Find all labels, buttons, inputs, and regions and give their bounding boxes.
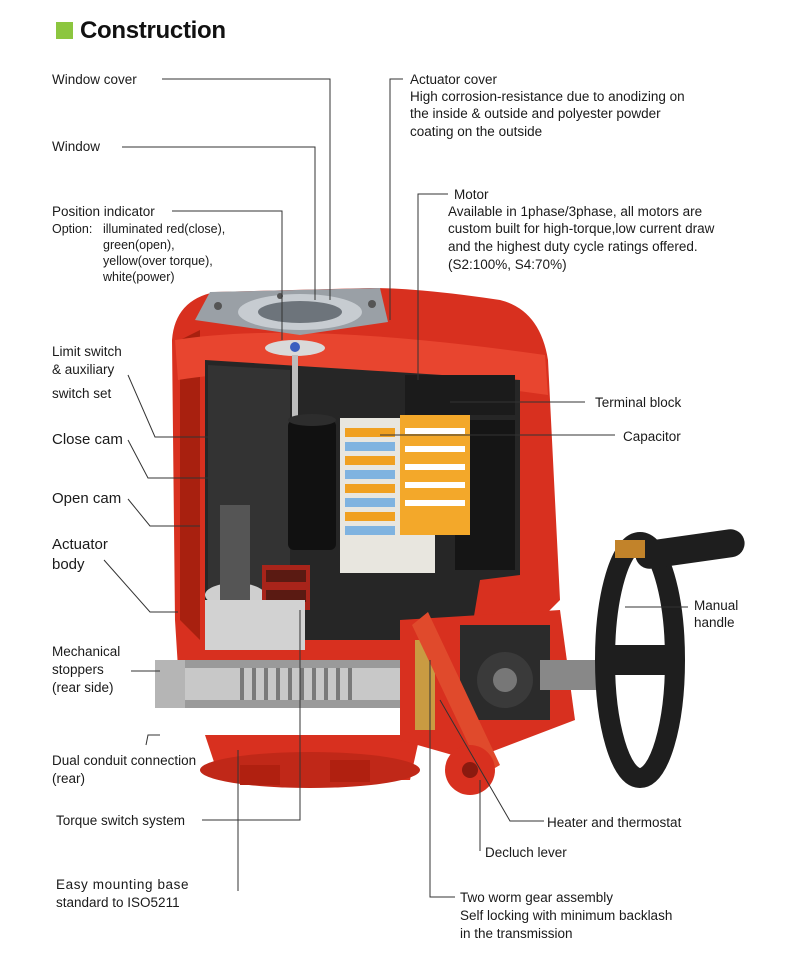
- leader-lines: [103, 78, 688, 898]
- position-indicator: [265, 340, 325, 425]
- label-limit-switch: & auxiliary: [52, 362, 115, 377]
- label-position-indicator: Position indicator: [52, 204, 155, 219]
- label-motor-title: Motor: [454, 187, 489, 202]
- label-motor-desc: and the highest duty cycle ratings offer…: [448, 239, 698, 254]
- window-cover: [195, 288, 388, 335]
- label-actuator-cover-desc: the inside & outside and polyester powde…: [410, 106, 661, 121]
- declutch-lever: [412, 612, 500, 795]
- label-declutch-lever: Decluch lever: [485, 845, 567, 860]
- label-open-cam: Open cam: [52, 490, 122, 507]
- label-position-line: green(open),: [103, 238, 175, 252]
- label-motor-desc: (S2:100%, S4:70%): [448, 257, 567, 272]
- label-close-cam: Close cam: [52, 431, 123, 448]
- label-mounting-base: Easy mounting base: [56, 877, 190, 892]
- worm-shaft: [155, 660, 420, 708]
- label-worm-gear: in the transmission: [460, 926, 573, 941]
- label-torque-switch: Torque switch system: [56, 813, 186, 828]
- label-position-line: white(power): [103, 270, 175, 284]
- label-motor-desc: custom built for high-torque,low current…: [448, 221, 715, 236]
- label-motor-desc: Available in 1phase/3phase, all motors a…: [448, 204, 703, 219]
- label-manual-handle: handle: [694, 615, 735, 630]
- label-worm-gear: Self locking with minimum backlash: [460, 908, 673, 923]
- label-capacitor: Capacitor: [623, 429, 681, 444]
- label-limit-switch: switch set: [52, 386, 112, 401]
- title-square-icon: [56, 22, 73, 39]
- label-actuator-body: Actuator: [52, 536, 108, 553]
- label-mechanical-stoppers: stoppers: [52, 662, 104, 677]
- page-title: Construction: [80, 17, 226, 44]
- cams-and-switches: [205, 505, 310, 650]
- mounting-base: [200, 735, 420, 788]
- label-actuator-cover-desc: coating on the outside: [410, 124, 543, 139]
- label-window: Window: [52, 139, 101, 154]
- label-limit-switch: Limit switch: [52, 344, 122, 359]
- label-actuator-cover-desc: High corrosion-resistance due to anodizi…: [410, 89, 685, 104]
- label-actuator-cover-title: Actuator cover: [410, 72, 498, 87]
- label-mounting-base: standard to ISO5211: [56, 895, 180, 910]
- label-position-line: illuminated red(close),: [103, 222, 226, 236]
- manual-handwheel: [595, 529, 745, 788]
- label-worm-gear: Two worm gear assembly: [460, 890, 614, 905]
- label-mechanical-stoppers: (rear side): [52, 680, 114, 695]
- terminal-block: [340, 415, 470, 573]
- label-heater-thermostat: Heater and thermostat: [547, 815, 682, 830]
- label-actuator-body: body: [52, 556, 85, 573]
- label-position-option: Option:: [52, 222, 93, 236]
- label-position-line: yellow(over torque),: [103, 254, 213, 268]
- label-manual-handle: Manual: [694, 598, 739, 613]
- label-window-cover: Window cover: [52, 72, 137, 87]
- label-terminal-block: Terminal block: [595, 395, 682, 410]
- label-dual-conduit: (rear): [52, 771, 85, 786]
- label-dual-conduit: Dual conduit connection: [52, 753, 197, 768]
- label-mechanical-stoppers: Mechanical: [52, 644, 121, 659]
